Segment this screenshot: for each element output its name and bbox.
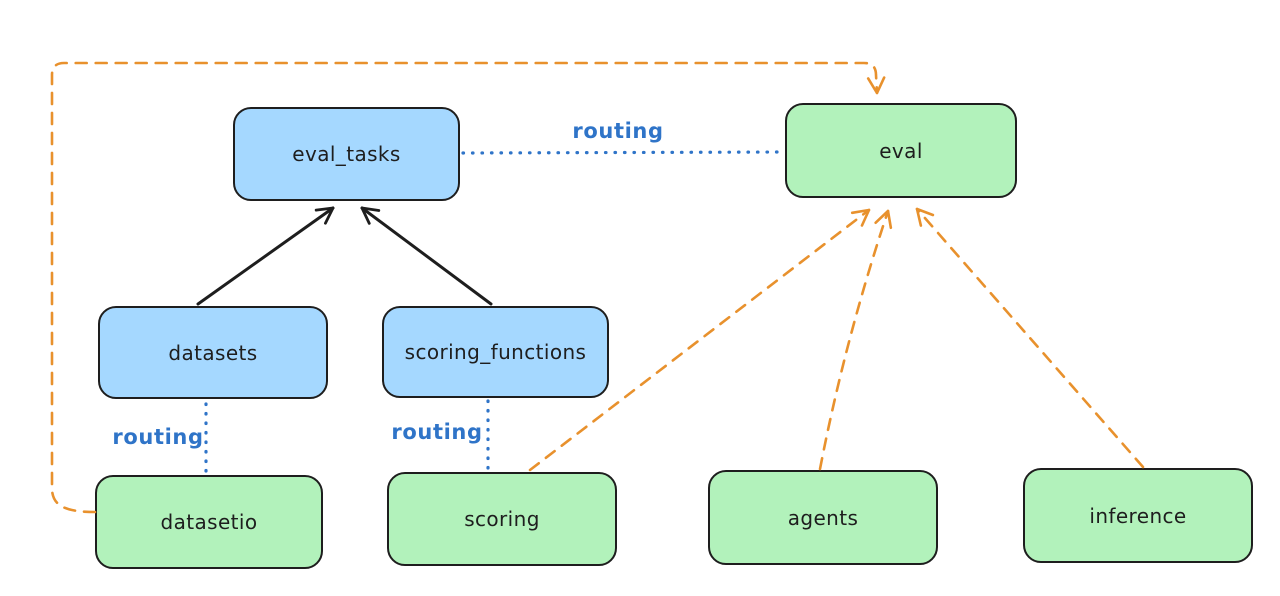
edge-datasets-to-eval-tasks xyxy=(196,206,335,306)
routing-label-eval-tasks-eval: routing xyxy=(572,119,664,143)
node-agents: agents xyxy=(708,470,938,565)
node-eval: eval xyxy=(785,103,1017,198)
node-datasetio: datasetio xyxy=(95,475,323,569)
node-inference-label: inference xyxy=(1089,503,1187,528)
node-scoring-label: scoring xyxy=(464,507,540,531)
node-datasets: datasets xyxy=(98,306,328,399)
routing-label-datasets-datasetio: routing xyxy=(112,425,204,449)
node-scoring: scoring xyxy=(387,472,617,566)
node-datasets-label: datasets xyxy=(168,340,258,365)
edge-inference-to-eval xyxy=(915,207,1145,469)
node-scoring-functions: scoring_functions xyxy=(382,306,609,398)
edge-scoring-functions-to-eval-tasks xyxy=(360,206,493,306)
node-scoring-functions-label: scoring_functions xyxy=(404,340,587,364)
node-agents-label: agents xyxy=(787,505,859,530)
edge-agents-to-eval xyxy=(818,209,893,471)
node-inference: inference xyxy=(1023,468,1253,563)
node-eval-tasks-label: eval_tasks xyxy=(292,142,401,166)
node-datasetio-label: datasetio xyxy=(160,510,258,534)
node-eval-label: eval xyxy=(879,138,923,163)
node-eval-tasks: eval_tasks xyxy=(233,107,460,201)
edge-eval-tasks-to-eval-routing xyxy=(461,150,785,155)
routing-label-scoring-functions-scoring: routing xyxy=(391,420,483,444)
